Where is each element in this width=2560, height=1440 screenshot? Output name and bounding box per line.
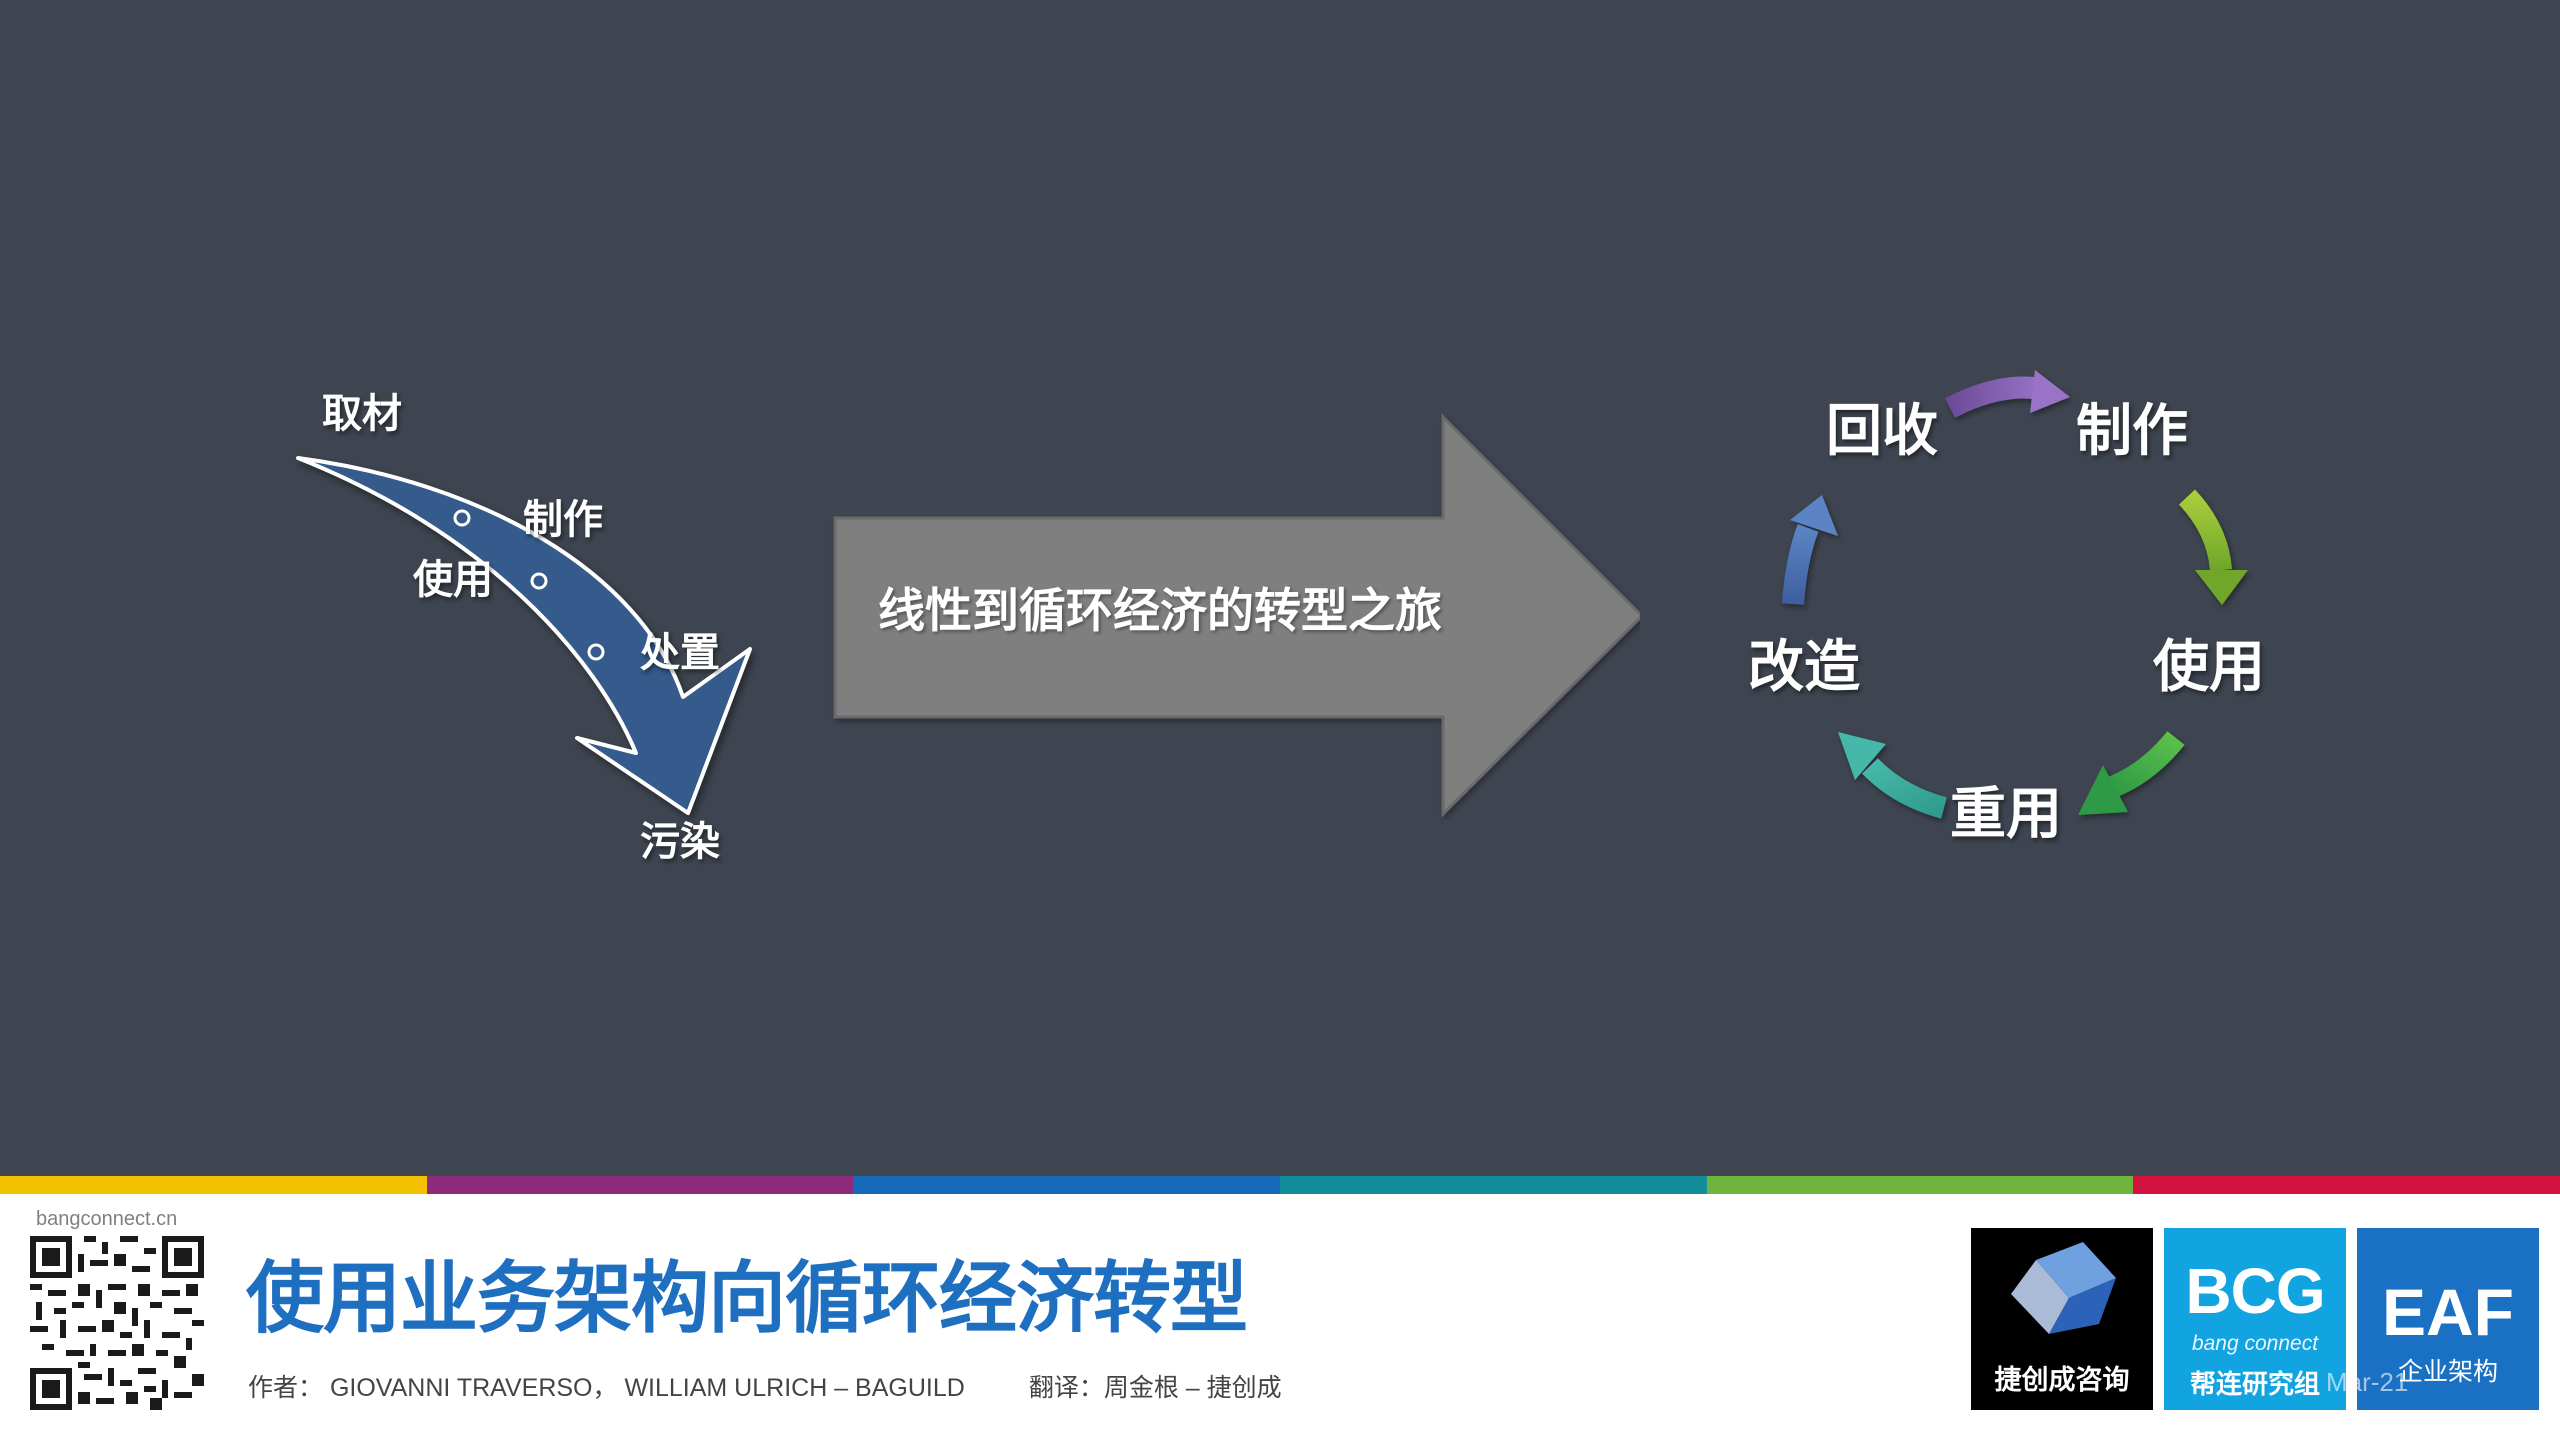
jcc-logo[interactable]: 捷创成咨询 <box>1971 1228 2153 1410</box>
stripe-segment <box>2133 1176 2560 1194</box>
linear-stage-dot <box>587 643 605 661</box>
linear-arrow-shape <box>296 456 752 815</box>
cycle-arrows <box>1782 370 2248 819</box>
linear-stage-dot <box>530 572 548 590</box>
cycle-label-make: 制作 <box>2076 399 2188 464</box>
stripe-segment <box>853 1176 1281 1194</box>
cube-icon <box>2011 1242 2116 1334</box>
date-label: Mar-21 <box>2326 1367 2409 1397</box>
stripe-segment <box>1280 1176 1707 1194</box>
authors-text: 作者： GIOVANNI TRAVERSO， WILLIAM ULRICH – … <box>248 1374 965 1402</box>
linear-label-pollute: 污染 <box>640 819 720 865</box>
eaf-logo[interactable]: EAF 企业架构 <box>2357 1228 2539 1410</box>
bcg-logo-text: BCG <box>2185 1255 2325 1327</box>
page-title: 使用业务架构向循环经济转型 <box>246 1254 1248 1344</box>
linear-label-dispose: 处置 <box>640 630 720 676</box>
bcg-logo-subtitle: bang connect <box>2191 1332 2319 1355</box>
eaf-logo-text: EAF <box>2382 1275 2514 1349</box>
jcc-logo-text: 捷创成咨询 <box>1994 1365 2130 1396</box>
qr-code-icon <box>30 1236 204 1410</box>
transition-arrow-shape <box>833 413 1640 818</box>
color-stripe <box>0 1176 2560 1194</box>
linear-label-make: 制作 <box>523 497 603 543</box>
translator-text: 翻译：周金根 – 捷创成 <box>1028 1374 1282 1402</box>
linear-label-take: 取材 <box>322 391 402 437</box>
cycle-label-use: 使用 <box>2153 635 2265 700</box>
cycle-label-reuse: 重用 <box>1950 782 2062 847</box>
cycle-arrow-remanufacture-to-recycle <box>1782 495 1838 605</box>
cycle-arrow-use-to-reuse <box>2078 730 2185 815</box>
linear-arrow <box>296 456 752 815</box>
bcg-logo-cn: 帮连研究组 <box>2190 1370 2321 1400</box>
transition-arrow <box>833 413 1640 818</box>
cycle-arrow-reuse-to-remanufacture <box>1838 732 1947 819</box>
eaf-logo-cn: 企业架构 <box>2397 1357 2498 1386</box>
linear-stage-dot <box>453 509 471 527</box>
footer-bar: bangconnect.cn 使用业务架构向循环经济转型 作者： GIOVANN… <box>0 1194 2560 1440</box>
bcg-logo[interactable]: BCG bang connect 帮连研究组 <box>2164 1228 2346 1410</box>
stripe-segment <box>1706 1176 2134 1194</box>
slide-canvas: 取材 制作 使用 处置 污染 线性到循环经济的转型之旅 <box>296 370 2265 865</box>
cycle-arrow-recycle-to-make <box>1944 370 2070 418</box>
cycle-arrow-make-to-use <box>2178 489 2248 605</box>
site-url[interactable]: bangconnect.cn <box>36 1208 178 1230</box>
transition-label: 线性到循环经济的转型之旅 <box>878 584 1442 639</box>
credits-line: 作者： GIOVANNI TRAVERSO， WILLIAM ULRICH – … <box>248 1368 1282 1404</box>
cycle-label-recycle: 回收 <box>1826 399 1938 464</box>
cycle-label-remanufacture: 改造 <box>1748 635 1860 700</box>
stripe-segment <box>0 1176 427 1194</box>
stripe-segment <box>426 1176 854 1194</box>
linear-label-use: 使用 <box>413 557 493 603</box>
